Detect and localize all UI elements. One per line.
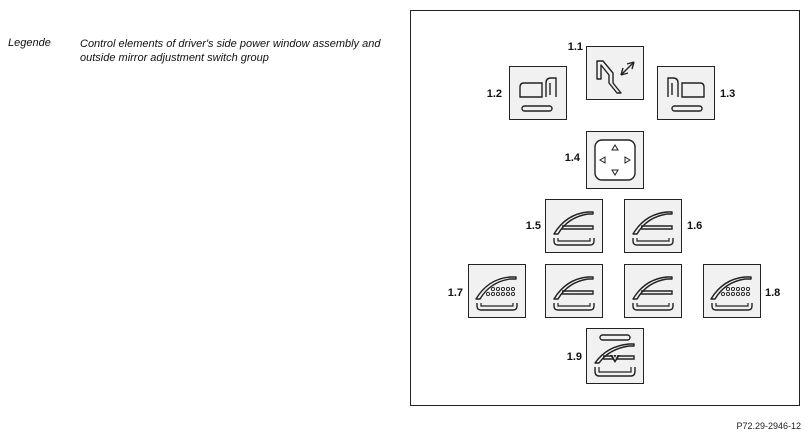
left-mirror-icon [519,77,557,112]
right-mirror-icon [667,77,705,112]
callout-1-7: 1.7 [447,287,463,299]
legend-term: Legende [8,37,51,49]
front-left-window-button[interactable] [545,199,603,253]
right-mirror-button[interactable] [657,66,715,120]
left-mirror-button[interactable] [509,66,567,120]
callout-1-8: 1.8 [765,287,781,299]
window-icon [632,211,674,246]
rear-left-window-button[interactable] [468,264,526,318]
switch-group-diagram: 1.1 1.2 1.3 1.4 [410,10,800,406]
rear-right-window-switch[interactable] [624,264,682,318]
figure-reference: P72.29-2946-12 [736,421,801,431]
callout-1-5: 1.5 [525,220,541,232]
window-lock-icon [594,334,636,377]
callout-1-1: 1.1 [567,41,583,53]
callout-1-6: 1.6 [687,220,703,232]
callout-1-9: 1.9 [566,351,582,363]
rear-window-lock-button[interactable] [586,328,644,384]
callout-1-3: 1.3 [720,88,736,100]
rear-left-window-switch[interactable] [545,264,603,318]
rear-window-speaker-icon [710,276,753,311]
callout-1-2: 1.2 [486,88,502,100]
window-icon [553,276,595,311]
mirror-adjust-selector-button[interactable] [586,46,644,100]
callout-1-4: 1.4 [564,152,580,164]
front-right-window-button[interactable] [624,199,682,253]
rear-right-window-button[interactable] [703,264,761,318]
rear-window-speaker-icon [475,276,518,311]
mirror-selector-icon [596,60,635,94]
direction-pad-icon [594,139,636,181]
legend-description: Control elements of driver's side power … [80,38,381,64]
window-icon [632,276,674,311]
window-icon [553,211,595,246]
mirror-direction-pad[interactable] [586,131,644,189]
